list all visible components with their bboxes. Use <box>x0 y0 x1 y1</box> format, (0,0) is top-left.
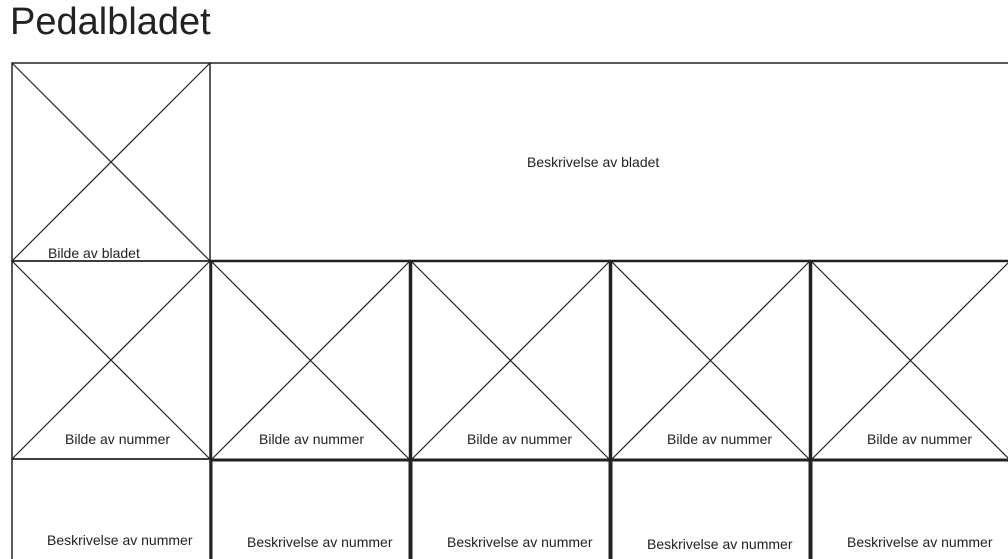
number-description-label: Beskrivelse av nummer <box>647 536 793 552</box>
number-description-box <box>809 458 1008 559</box>
number-description-label: Beskrivelse av nummer <box>447 534 593 550</box>
number-image-label: Bilde av nummer <box>65 431 171 447</box>
blade-image-label: Bilde av bladet <box>48 245 140 261</box>
number-description-label: Beskrivelse av nummer <box>247 534 393 550</box>
number-image-label: Bilde av nummer <box>259 431 365 447</box>
number-description-label: Beskrivelse av nummer <box>847 534 993 550</box>
number-image-placeholder <box>11 260 211 460</box>
page-title: Pedalbladet <box>10 1 211 43</box>
number-image-label: Bilde av nummer <box>867 431 973 447</box>
number-image-label: Bilde av nummer <box>667 431 773 447</box>
number-description-label: Beskrivelse av nummer <box>47 532 193 548</box>
number-image-label: Bilde av nummer <box>467 431 573 447</box>
placeholder-cross-line <box>11 62 211 262</box>
blade-description-label: Beskrivelse av bladet <box>527 154 660 170</box>
